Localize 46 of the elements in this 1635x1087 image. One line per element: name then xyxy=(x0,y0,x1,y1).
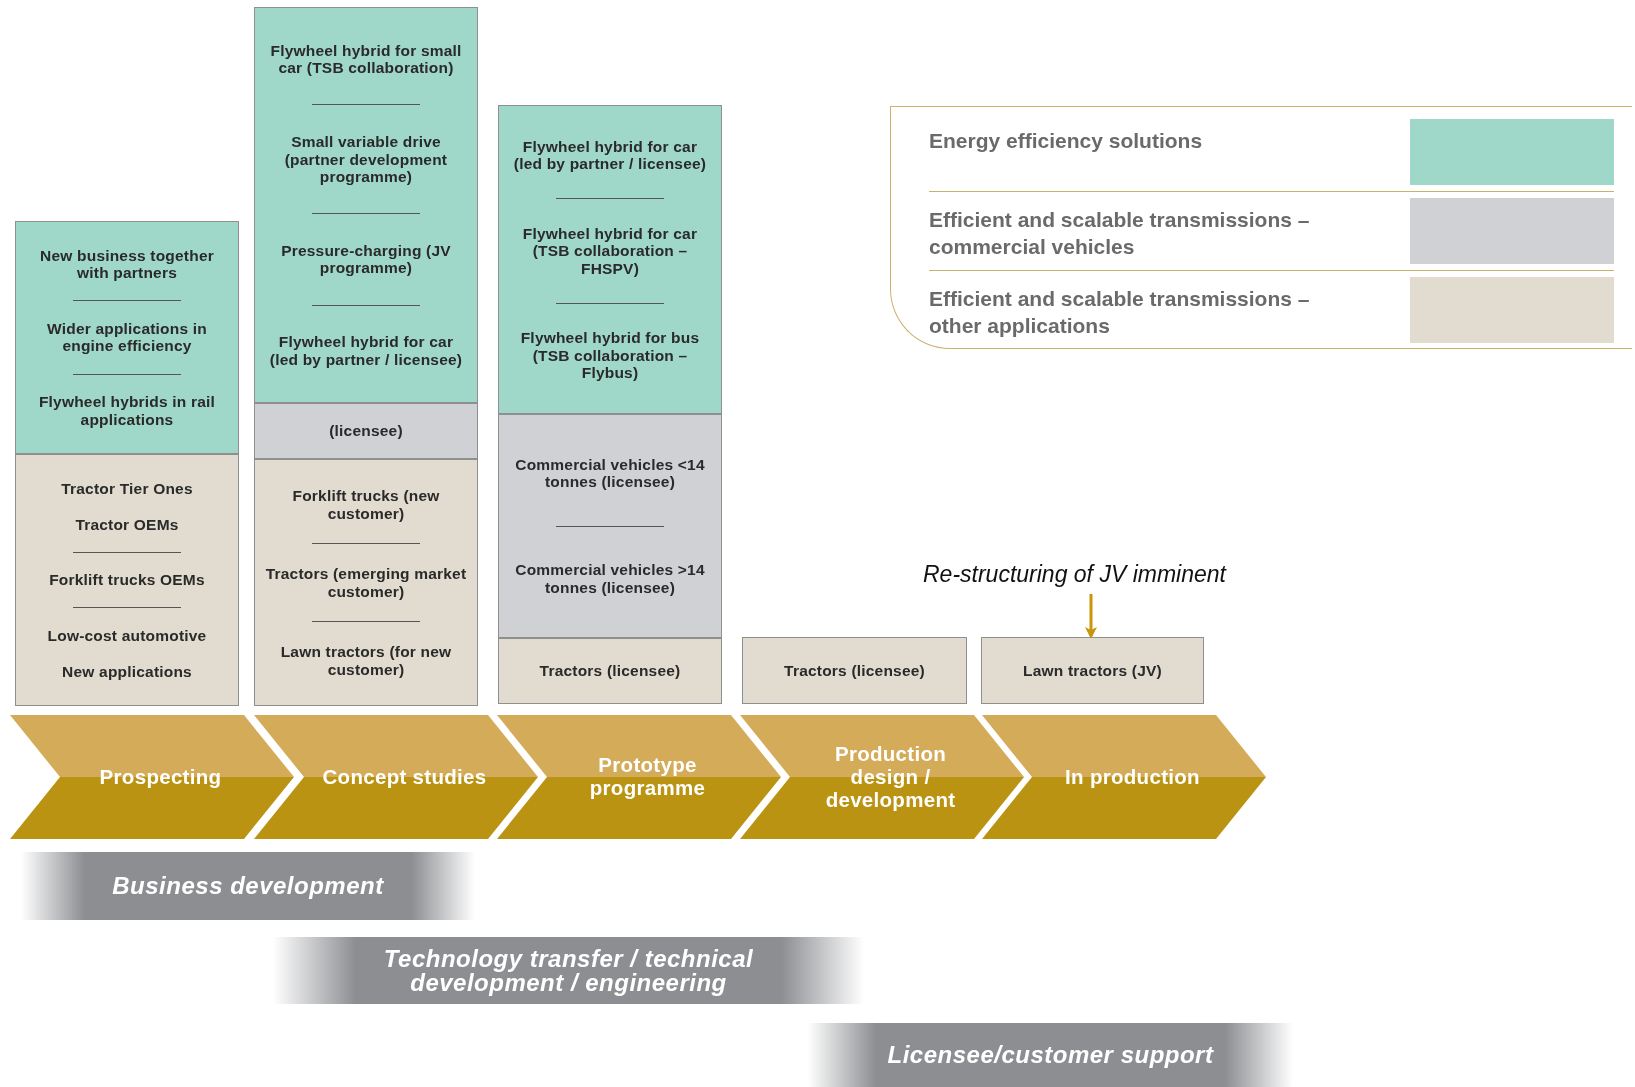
legend-text: Efficient and scalable transmissions – other applications xyxy=(929,286,1311,340)
category-box xyxy=(15,454,239,706)
item-text: Lawn tractors (for new customer) xyxy=(279,643,453,678)
note-text: Re-structuring of JV imminent xyxy=(923,558,1226,590)
category-box xyxy=(498,414,722,638)
category-box xyxy=(981,637,1204,704)
item-text: New applications xyxy=(62,662,192,681)
item-text: Wider applications in engine efficiency xyxy=(46,320,208,355)
item-text: Pressure-charging (JV programme) xyxy=(280,242,452,277)
item-text: Commercial vehicles <14 tonnes (licensee) xyxy=(514,455,706,491)
item-text: Tractors (licensee) xyxy=(784,661,925,680)
item-text: Tractor Tier Ones xyxy=(61,479,193,497)
item-text: Low-cost automotive xyxy=(47,626,207,645)
stage-label: Concept studies xyxy=(321,765,488,789)
legend-text: Energy efficiency solutions xyxy=(929,128,1204,154)
item-text: Flywheel hybrid for small car (TSB collaboration) xyxy=(269,41,463,77)
category-box xyxy=(15,221,239,454)
phase-band: Business development xyxy=(21,852,475,920)
category-box xyxy=(498,105,722,414)
stage-label: Prototype programme xyxy=(588,754,707,800)
item-text: Forklift trucks (new customer) xyxy=(291,487,441,522)
category-box xyxy=(254,459,478,706)
item-text: (licensee) xyxy=(329,422,403,440)
item-text: Flywheel hybrid for car (led by partner / licensee) xyxy=(268,333,464,369)
category-box xyxy=(498,638,722,704)
stage-label: Prospecting xyxy=(98,765,223,789)
item-text: Flywheel hybrids in rail applications xyxy=(37,393,217,429)
item-text: New business together with partners xyxy=(39,246,215,282)
item-text: Flywheel hybrid for car (TSB collaboration – FHSPV) xyxy=(521,224,699,277)
item-text: Lawn tractors (JV) xyxy=(1023,661,1162,680)
phase-band: Licensee/customer support xyxy=(808,1023,1293,1087)
item-text: Tractors (licensee) xyxy=(539,662,681,680)
item-text: Commercial vehicles >14 tonnes (licensee) xyxy=(514,561,706,597)
item-text: Tractors (emerging market customer) xyxy=(265,565,467,600)
item-text: Flywheel hybrid for bus (TSB collaboration – Flybus) xyxy=(519,329,701,382)
item-text: Small variable drive (partner development programme) xyxy=(283,133,449,186)
phase-band: Technology transfer / technical development / engineering xyxy=(273,937,864,1004)
item-text: Flywheel hybrid for car (led by partner / licensee) xyxy=(512,137,708,173)
category-box xyxy=(742,637,967,704)
stage-label: Production design / development xyxy=(824,742,957,812)
category-box xyxy=(254,403,478,459)
legend-text: Efficient and scalable transmissions – commercial vehicles xyxy=(929,207,1311,261)
category-box xyxy=(254,7,478,403)
stage-label: In production xyxy=(1064,765,1201,789)
item-text: Forklift trucks OEMs xyxy=(49,571,205,589)
item-text: Tractor OEMs xyxy=(75,515,179,533)
